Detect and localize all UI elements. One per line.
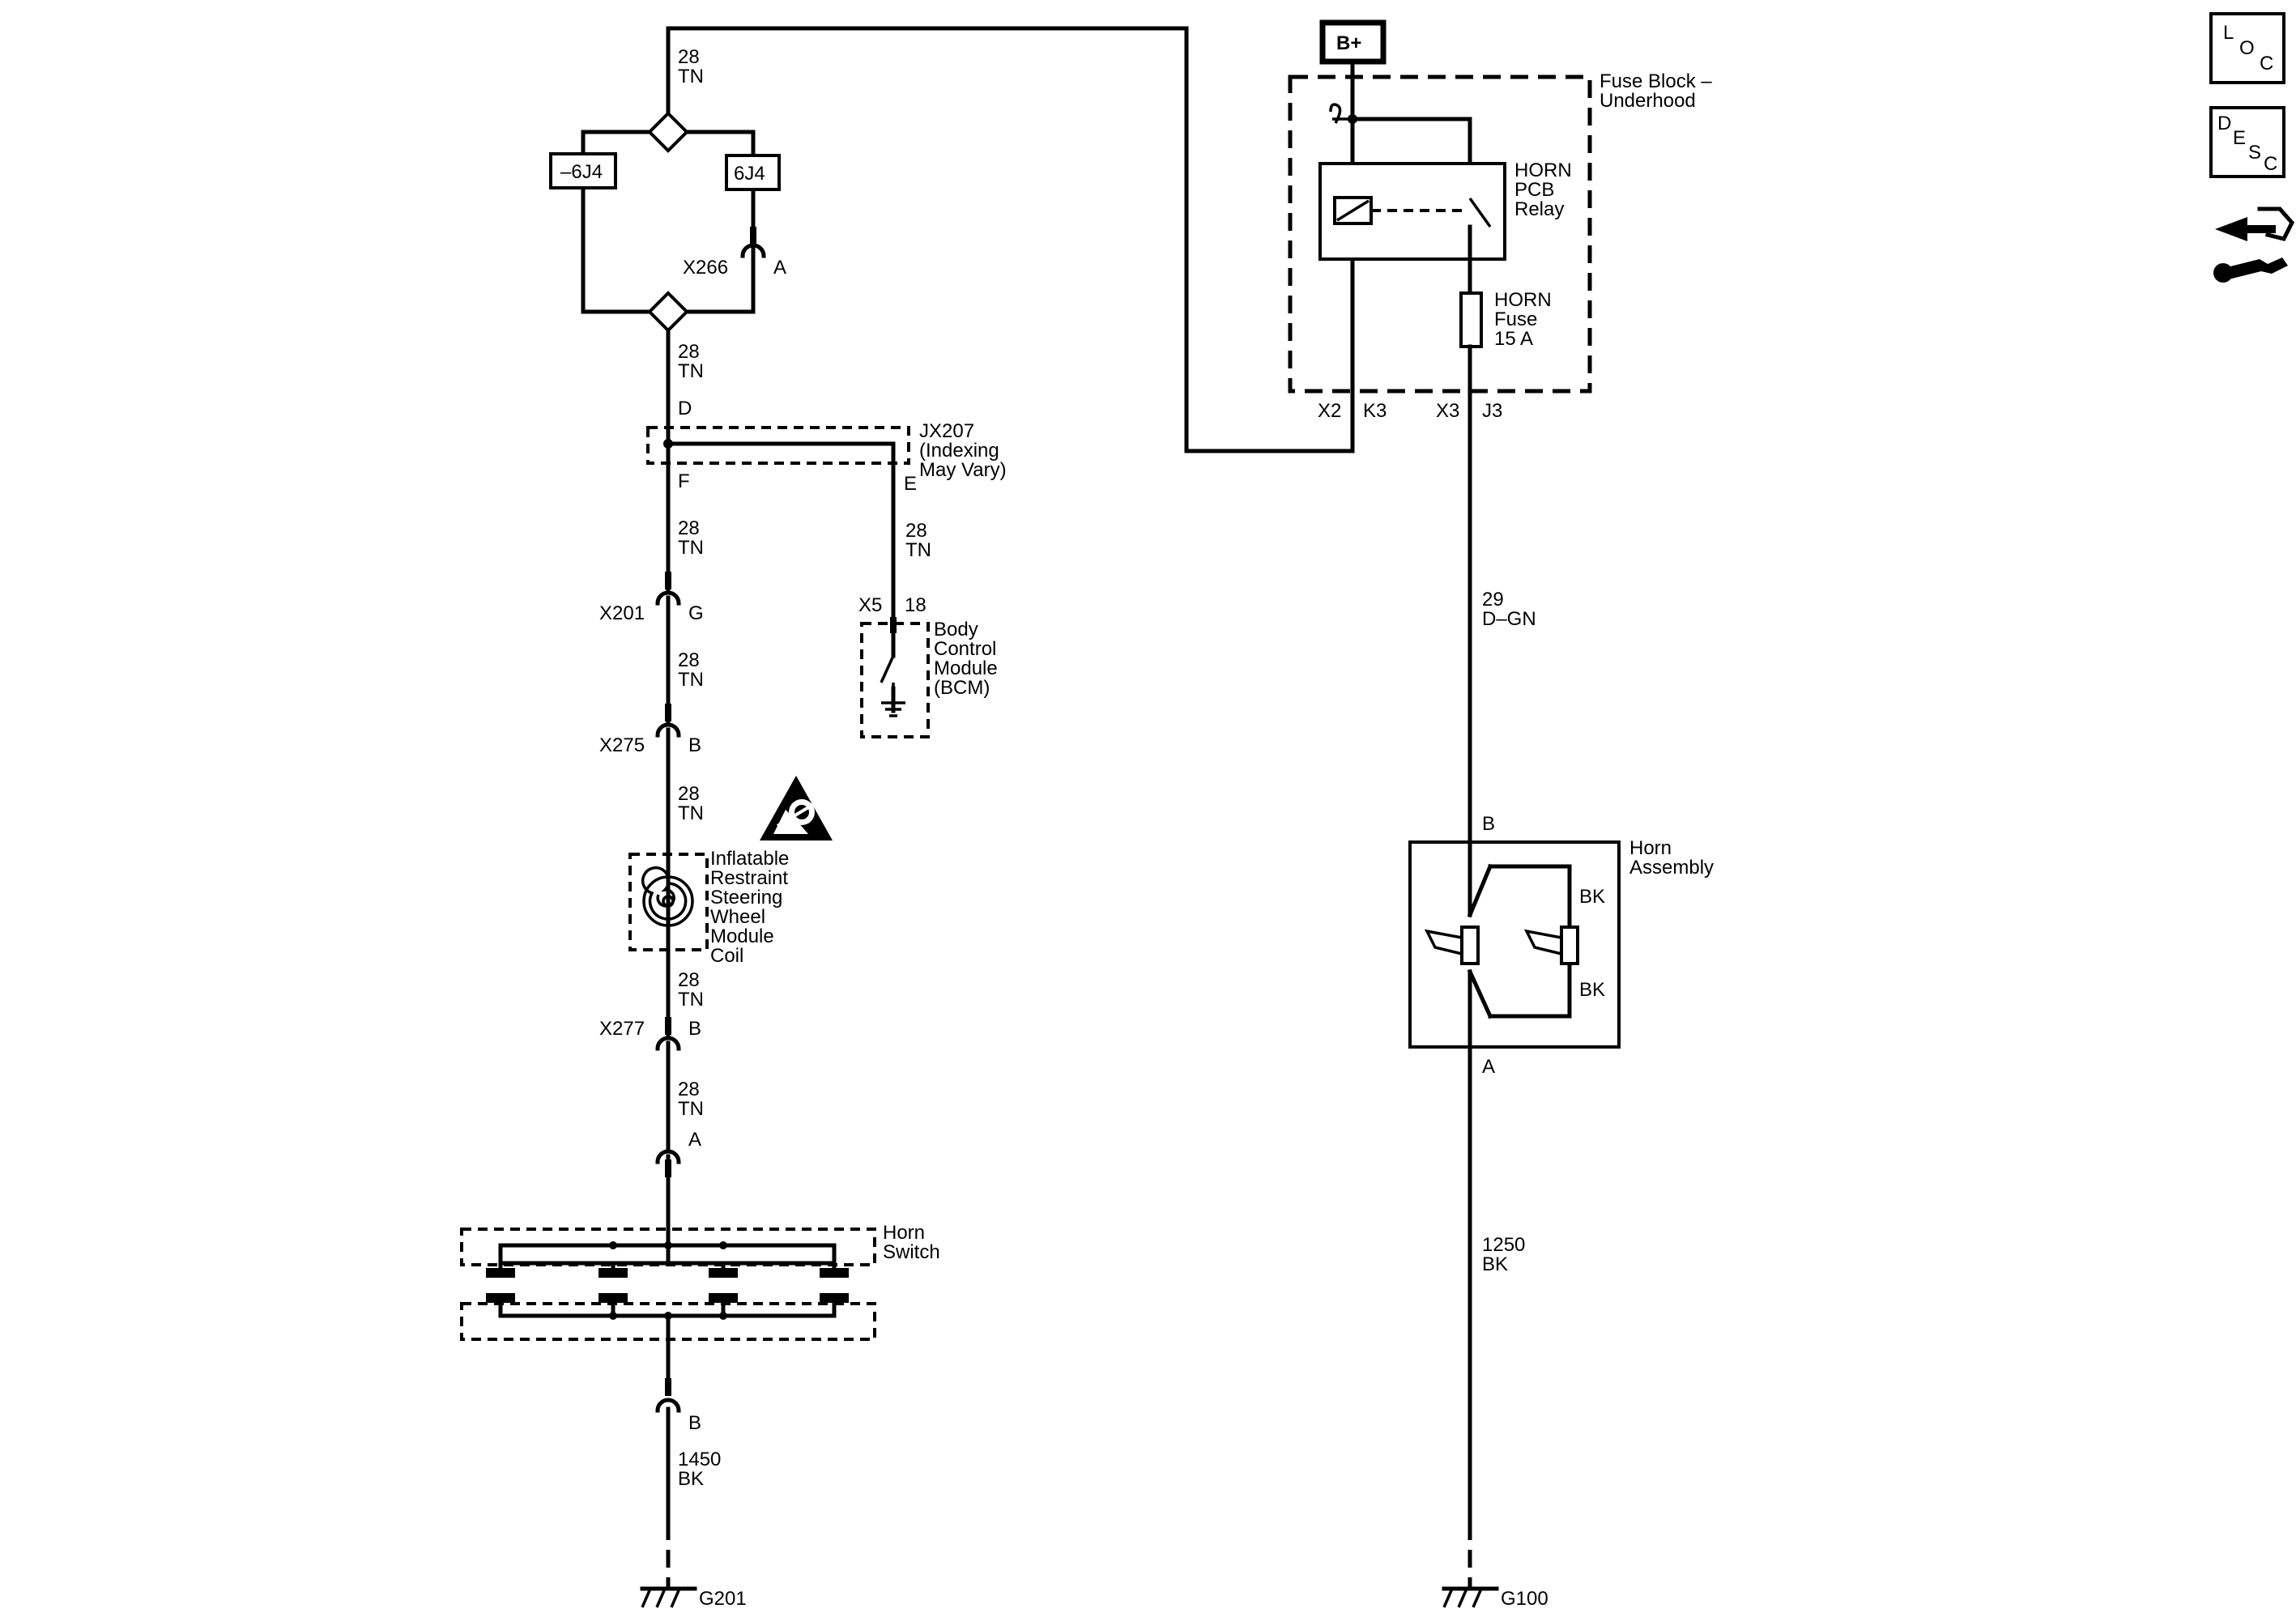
x2-pin: K3 bbox=[1363, 400, 1387, 422]
connector-x201 bbox=[655, 572, 681, 606]
ground-labels: G201 G100 bbox=[699, 1588, 1548, 1610]
x277-label: X277 bbox=[599, 1018, 645, 1040]
steering-wheel-coil bbox=[628, 853, 709, 951]
connector-x277 bbox=[655, 1017, 681, 1051]
splice-pin-d: D bbox=[678, 398, 692, 419]
x277-pin: B bbox=[688, 1018, 701, 1040]
x266-pin: A bbox=[773, 257, 786, 279]
x201-pin: G bbox=[688, 602, 704, 624]
horn-bk-bottom: BK bbox=[1579, 979, 1605, 1001]
splice-pin-f: F bbox=[678, 470, 690, 492]
x3-pin: J3 bbox=[1482, 400, 1502, 422]
x266-label: X266 bbox=[683, 257, 728, 279]
airbag-warning-icon bbox=[760, 776, 833, 840]
x275-label: X275 bbox=[599, 734, 645, 756]
x201-label: X201 bbox=[599, 602, 645, 624]
desc-d: D bbox=[2217, 113, 2231, 134]
loc-c: C bbox=[2260, 53, 2273, 74]
desc-e: E bbox=[2233, 127, 2246, 149]
option-pos-6j4: 6J4 bbox=[725, 154, 781, 191]
horn-bk-top: BK bbox=[1579, 886, 1605, 908]
desc-s: S bbox=[2248, 142, 2261, 164]
horn-switch-bottom-pin: B bbox=[688, 1412, 701, 1434]
connector-x266 bbox=[740, 227, 766, 258]
x3-label: X3 bbox=[1436, 400, 1459, 422]
loc-button[interactable]: L O C bbox=[2209, 12, 2285, 84]
connector-labels: X266 A X201 G X275 B X277 B A B X5 18 X2… bbox=[599, 257, 1502, 1434]
ground-g201-label: G201 bbox=[699, 1588, 747, 1610]
horn-assembly bbox=[1408, 840, 1621, 1049]
option-neg-6j4: –6J4 bbox=[549, 152, 617, 189]
ground-g100-icon bbox=[1442, 1586, 1499, 1608]
horn-pin-bottom: A bbox=[1482, 1056, 1495, 1078]
connector-horn-switch-b bbox=[655, 1378, 681, 1413]
bcm-module bbox=[860, 622, 930, 738]
ground-g100-label: G100 bbox=[1501, 1588, 1548, 1610]
splice-pin-e: E bbox=[904, 473, 917, 495]
bplus-label: B+ bbox=[1336, 32, 1361, 54]
ground-symbol-icon bbox=[640, 1586, 697, 1608]
fuse-block-label: Fuse Block –Underhood bbox=[1600, 70, 1712, 112]
loc-o: O bbox=[2239, 37, 2255, 59]
option-neg-label: –6J4 bbox=[560, 161, 603, 183]
battery-positive-box: B+ bbox=[1319, 19, 1387, 65]
x5-pin: 18 bbox=[905, 594, 926, 616]
connector-x5 bbox=[890, 617, 897, 633]
x275-pin: B bbox=[688, 734, 701, 756]
horn-switch bbox=[460, 1228, 876, 1379]
option-pos-label: 6J4 bbox=[734, 163, 765, 185]
horn-switch-top-pin: A bbox=[688, 1129, 701, 1151]
fuse-block-underhood bbox=[1288, 59, 1592, 406]
connector-horn-switch-a bbox=[655, 1149, 681, 1177]
splice-jx207 bbox=[646, 426, 910, 465]
connector-x275 bbox=[655, 704, 681, 738]
desc-button[interactable]: D E S C bbox=[2209, 106, 2285, 178]
x5-label: X5 bbox=[858, 594, 882, 616]
x2-label: X2 bbox=[1318, 400, 1341, 422]
loc-l: L bbox=[2223, 22, 2234, 44]
horn-pin-top: B bbox=[1482, 813, 1495, 835]
connector-repair-icon[interactable] bbox=[2213, 206, 2294, 283]
option-split-diamonds bbox=[647, 111, 689, 333]
horn-switch-contacts bbox=[486, 1241, 849, 1320]
desc-c: C bbox=[2264, 153, 2277, 175]
